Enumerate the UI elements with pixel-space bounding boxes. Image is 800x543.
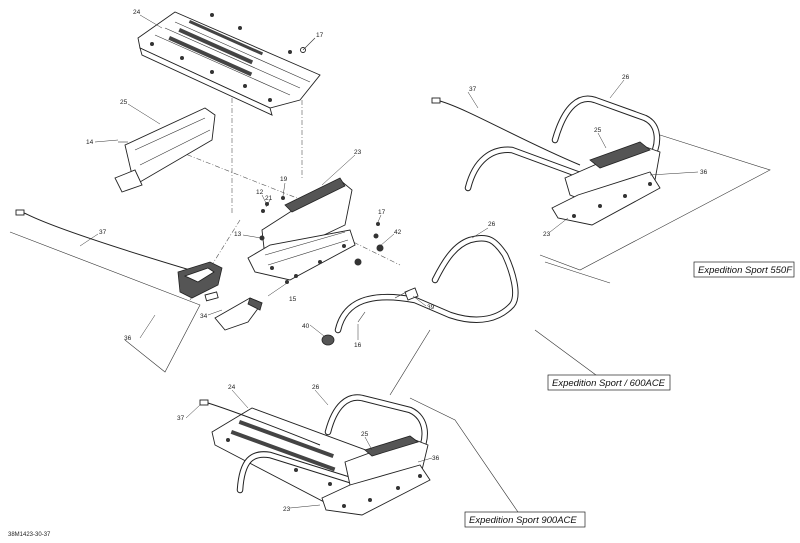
grab-handle-26-right (464, 95, 661, 192)
callout-25: 25 (361, 431, 369, 438)
callout-16: 16 (354, 342, 362, 349)
callout-40: 40 (302, 323, 310, 330)
taillight-36-left (177, 261, 223, 302)
harness-37-right (431, 97, 581, 166)
callout-26: 26 (622, 74, 630, 81)
callout-25: 25 (120, 99, 128, 106)
callout-37: 37 (469, 86, 477, 93)
harness-37-left (15, 209, 191, 271)
variant-label-900ace: Expedition Sport 900ACE (464, 511, 586, 528)
callout-23: 23 (543, 231, 551, 238)
svg-text:Expedition Sport / 600ACE: Expedition Sport / 600ACE (552, 378, 666, 389)
callout-26: 26 (488, 221, 496, 228)
seat-base-23-right (551, 141, 661, 226)
svg-text:Expedition Sport 550F: Expedition Sport 550F (698, 265, 793, 276)
callout-25: 25 (594, 127, 602, 134)
rear-rack-plate (137, 11, 321, 116)
callout-23: 23 (354, 149, 362, 156)
callout-34: 34 (200, 313, 208, 320)
callout-12: 12 (256, 189, 264, 196)
callout-14: 14 (86, 139, 94, 146)
callout-37: 37 (177, 415, 185, 422)
svg-text:Expedition Sport 900ACE: Expedition Sport 900ACE (469, 515, 577, 526)
variant-divider-lines (9, 134, 771, 516)
callout-26: 26 (312, 384, 320, 391)
drawing-code: 38M1423-30-37 (8, 532, 51, 538)
grab-handle-26-middle (334, 234, 519, 334)
callout-leaders (79, 14, 699, 509)
seat-base-23-bottom (321, 435, 431, 516)
callout-13: 13 (234, 231, 242, 238)
variant-label-600ace: Expedition Sport / 600ACE (547, 374, 671, 391)
callout-19: 19 (280, 176, 288, 183)
mounting-bracket-25 (114, 107, 216, 193)
bolt-17-top (300, 37, 316, 53)
harness-37-bottom (199, 399, 321, 446)
callout-24: 24 (228, 384, 236, 391)
variant-label-550f: Expedition Sport 550F (693, 261, 795, 278)
callout-17: 17 (378, 209, 386, 216)
callout-36: 36 (432, 455, 440, 462)
seat-base-23 (247, 177, 356, 281)
callout-17: 17 (316, 32, 324, 39)
callout-37: 37 (99, 229, 107, 236)
hardware-39-40-16 (321, 287, 419, 346)
light-cover-34 (214, 297, 263, 331)
callout-36: 36 (124, 335, 132, 342)
callout-21: 21 (265, 195, 273, 202)
small-hardware (259, 196, 384, 284)
callout-labels: 24 17 25 14 23 19 12 21 17 13 42 37 15 3… (86, 9, 708, 513)
grab-handle-26-bottom (236, 394, 428, 494)
callout-24: 24 (133, 9, 141, 16)
callout-36: 36 (700, 169, 708, 176)
callout-15: 15 (289, 296, 297, 303)
callout-42: 42 (394, 229, 402, 236)
callout-23: 23 (283, 506, 291, 513)
callout-39: 39 (427, 304, 435, 311)
